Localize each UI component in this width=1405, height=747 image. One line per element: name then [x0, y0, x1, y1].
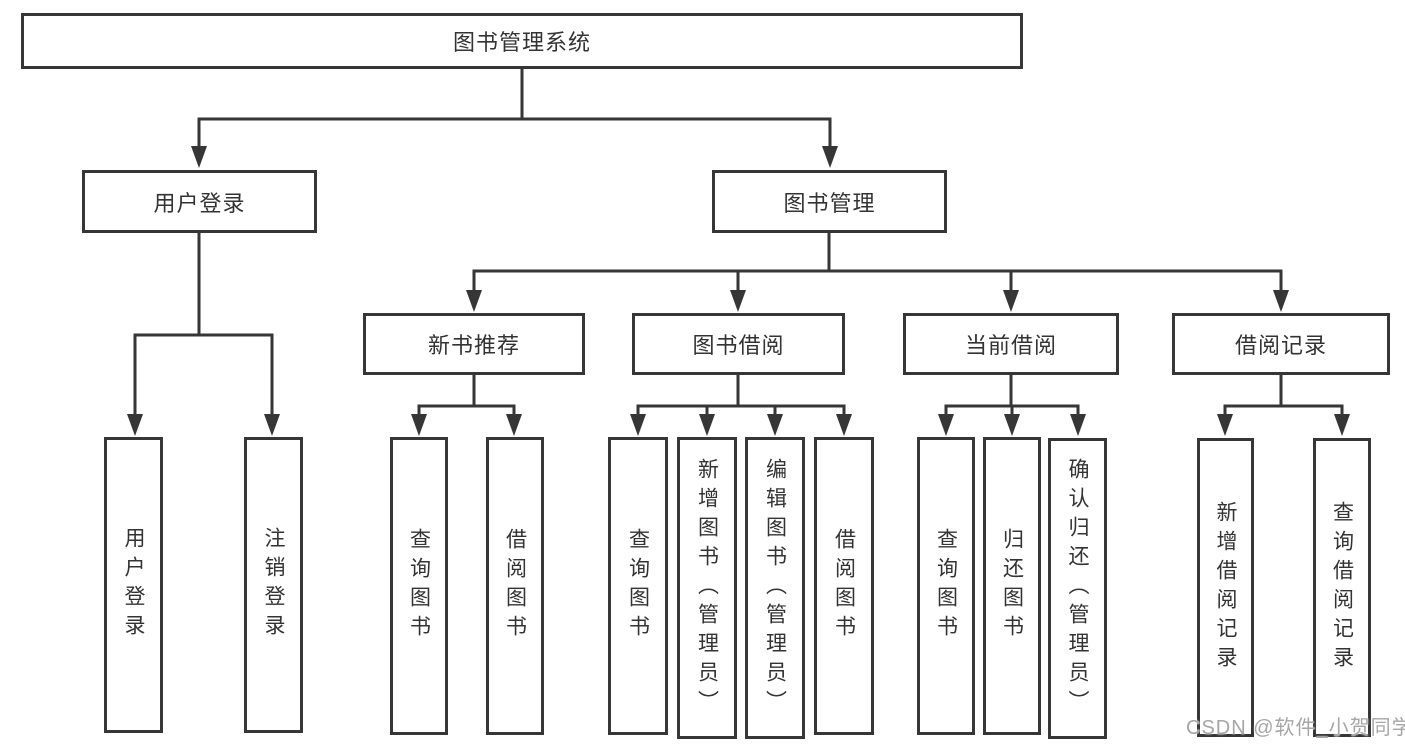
node-new-book-recommend: 新书推荐	[363, 313, 585, 375]
node-login: 用户登录	[104, 437, 163, 733]
node-root-label: 图书管理系统	[452, 30, 591, 55]
node-records-query-record: 查询借阅记录	[1313, 438, 1371, 737]
node-user-login: 用户登录	[82, 170, 317, 233]
node-records-add-record-label: 新增借阅记录	[1214, 500, 1237, 675]
node-borrow-add-books-label: 新增图书（管理员）	[695, 457, 719, 719]
node-new-book-recommend-label: 新书推荐	[427, 333, 520, 358]
node-borrow-borrow-books: 借阅图书	[814, 437, 874, 735]
node-borrow-edit-books-label: 编辑图书（管理员）	[763, 457, 787, 719]
node-current-return-books-label: 归还图书	[1000, 528, 1024, 644]
node-current-query-books-label: 查询图书	[934, 528, 958, 644]
node-book-management-label: 图书管理	[783, 190, 876, 216]
csdn-watermark: CSDN @软件_小贺同学	[1186, 717, 1405, 739]
node-login-label: 用户登录	[122, 527, 145, 643]
node-current-borrow-label: 当前借阅	[964, 333, 1057, 358]
node-newrec-query-books-label: 查询图书	[407, 528, 431, 644]
node-current-confirm-return-label: 确认归还（管理员）	[1066, 458, 1089, 719]
node-borrow-records-label: 借阅记录	[1234, 333, 1327, 358]
node-book-borrow-label: 图书借阅	[692, 333, 785, 358]
node-newrec-borrow-books: 借阅图书	[486, 437, 544, 735]
node-borrow-query-books-label: 查询图书	[626, 528, 650, 644]
node-records-add-record: 新增借阅记录	[1197, 438, 1254, 737]
node-current-return-books: 归还图书	[983, 437, 1041, 735]
node-newrec-query-books: 查询图书	[390, 437, 448, 735]
node-book-borrow: 图书借阅	[632, 313, 845, 375]
node-current-confirm-return: 确认归还（管理员）	[1048, 438, 1107, 739]
node-logout: 注销登录	[244, 437, 303, 733]
node-book-management: 图书管理	[712, 170, 947, 233]
node-root: 图书管理系统	[21, 13, 1023, 69]
node-current-query-books: 查询图书	[917, 437, 975, 735]
node-borrow-records: 借阅记录	[1172, 313, 1390, 375]
node-newrec-borrow-books-label: 借阅图书	[503, 528, 527, 644]
node-borrow-add-books: 新增图书（管理员）	[677, 437, 737, 739]
node-user-login-label: 用户登录	[153, 190, 246, 216]
node-borrow-borrow-books-label: 借阅图书	[832, 528, 856, 644]
node-current-borrow: 当前借阅	[903, 313, 1119, 375]
node-logout-label: 注销登录	[262, 527, 285, 643]
node-records-query-record-label: 查询借阅记录	[1330, 500, 1354, 675]
node-borrow-query-books: 查询图书	[608, 437, 668, 735]
node-borrow-edit-books: 编辑图书（管理员）	[745, 437, 805, 739]
